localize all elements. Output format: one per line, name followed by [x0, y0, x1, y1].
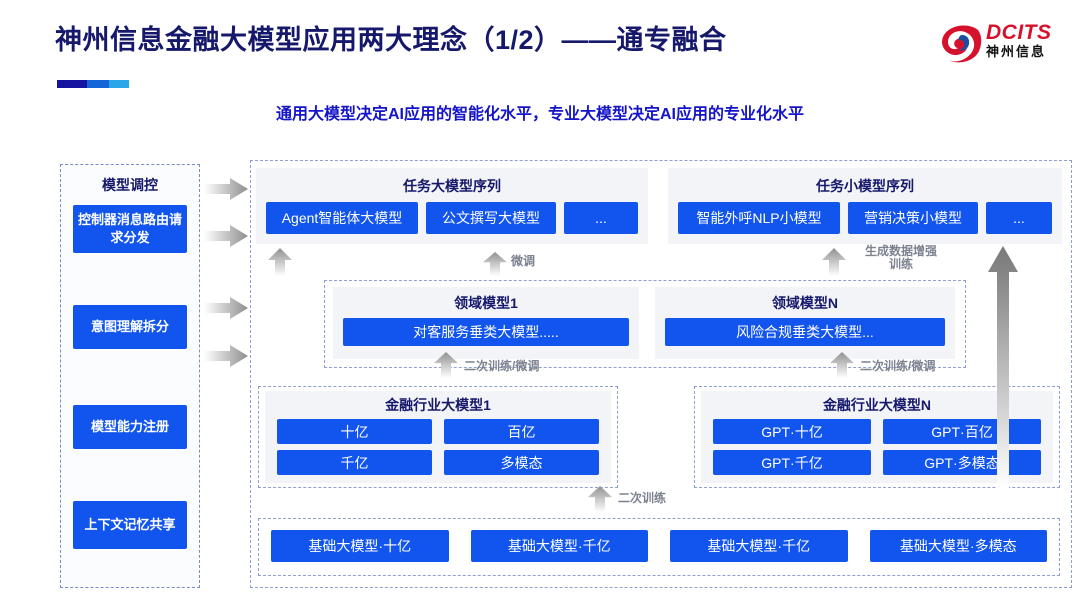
- chip-multimodal[interactable]: 多模态: [444, 450, 599, 475]
- chip-foundation-1b[interactable]: 基础大模型·十亿: [271, 530, 449, 562]
- arrow-up-icon: [822, 248, 846, 276]
- arrow-up-icon: [830, 352, 854, 378]
- chip-gpt-1b[interactable]: GPT·十亿: [713, 419, 871, 444]
- arrow-up-icon: [434, 352, 458, 378]
- chip-scale-1b[interactable]: 十亿: [277, 419, 432, 444]
- chip-gpt-multimodal[interactable]: GPT·多模态: [883, 450, 1041, 475]
- flow-label-retrain-finetune-right: 二次训练/微调: [860, 359, 936, 373]
- control-item-router[interactable]: 控制器消息路由请求分发: [73, 205, 187, 253]
- industry-model-1: 金融行业大模型1 十亿 百亿 千亿 多模态: [265, 391, 611, 483]
- industry-chip-grid: GPT·十亿 GPT·百亿 GPT·千亿 GPT·多模态: [701, 415, 1053, 475]
- chip-gpt-10b[interactable]: GPT·百亿: [883, 419, 1041, 444]
- control-item-registry[interactable]: 模型能力注册: [73, 405, 187, 449]
- industry-model-n: 金融行业大模型N GPT·十亿 GPT·百亿 GPT·千亿 GPT·多模态: [701, 391, 1053, 483]
- company-logo: DCITS 神州信息: [938, 20, 1068, 72]
- chip-foundation-100b-a[interactable]: 基础大模型·千亿: [470, 530, 648, 562]
- chip-more[interactable]: ...: [564, 202, 638, 234]
- chip-foundation-multimodal[interactable]: 基础大模型·多模态: [869, 530, 1047, 562]
- task-small-model-sequence: 任务小模型序列 智能外呼NLP小模型 营销决策小模型 ...: [668, 168, 1062, 244]
- flow-label-retrain: 二次训练: [618, 491, 667, 505]
- page-title: 神州信息金融大模型应用两大理念（1/2）——通专融合: [55, 25, 727, 55]
- flow-label-data-augment-line1: 生成数据增强: [864, 244, 937, 258]
- chip-gpt-100b[interactable]: GPT·千亿: [713, 450, 871, 475]
- industry-model-1-container: 金融行业大模型1 十亿 百亿 千亿 多模态: [258, 386, 618, 488]
- sequence-chip-row: Agent智能体大模型 公文撰写大模型 ...: [256, 196, 648, 244]
- sequence-title: 任务大模型序列: [403, 178, 501, 194]
- arrow-right-icon: [204, 178, 248, 200]
- flow-label-fine-tune: 微调: [511, 254, 536, 268]
- sequence-title: 任务小模型序列: [816, 178, 914, 194]
- flow-label-data-augment-line2: 训练: [888, 257, 913, 271]
- chip-scale-10b[interactable]: 百亿: [444, 419, 599, 444]
- arrow-right-icon: [204, 225, 248, 247]
- chip-marketing-decision-model[interactable]: 营销决策小模型: [848, 202, 978, 234]
- domain-model-1: 领域模型1 对客服务垂类大模型.....: [333, 287, 639, 359]
- chip-more[interactable]: ...: [986, 202, 1052, 234]
- arrow-right-icon: [204, 297, 248, 319]
- control-item-intent[interactable]: 意图理解拆分: [73, 305, 187, 349]
- foundation-chip-row: 基础大模型·十亿 基础大模型·千亿 基础大模型·千亿 基础大模型·多模态: [259, 519, 1059, 573]
- title-underline-bar: [57, 80, 129, 88]
- dcits-swirl-icon: [942, 25, 982, 63]
- industry-title: 金融行业大模型N: [822, 397, 932, 413]
- flow-label-data-augment: 生成数据增强 训练: [848, 245, 954, 271]
- logo-english: DCITS: [986, 21, 1052, 44]
- domain-title: 领域模型1: [454, 295, 518, 311]
- control-item-context[interactable]: 上下文记忆共享: [73, 501, 187, 549]
- chip-nlp-outbound-model[interactable]: 智能外呼NLP小模型: [678, 202, 840, 234]
- model-control-title: 模型调控: [102, 177, 158, 193]
- model-control-panel: 模型调控 控制器消息路由请求分发 意图理解拆分 模型能力注册 上下文记忆共享: [60, 164, 200, 588]
- page-subtitle: 通用大模型决定AI应用的智能化水平，专业大模型决定AI应用的专业化水平: [275, 106, 804, 123]
- chip-scale-100b[interactable]: 千亿: [277, 450, 432, 475]
- industry-title: 金融行业大模型1: [385, 397, 491, 413]
- sequence-chip-row: 智能外呼NLP小模型 营销决策小模型 ...: [668, 196, 1062, 244]
- domain-title: 领域模型N: [771, 295, 839, 311]
- domain-model-container: 领域模型1 对客服务垂类大模型..... 领域模型N 风险合规垂类大模型...: [324, 280, 966, 368]
- flow-label-retrain-finetune-left: 二次训练/微调: [464, 359, 540, 373]
- arrow-up-icon: [588, 486, 612, 512]
- chip-customer-service-model[interactable]: 对客服务垂类大模型.....: [343, 318, 629, 346]
- chip-foundation-100b-b[interactable]: 基础大模型·千亿: [670, 530, 848, 562]
- arrow-up-icon: [268, 248, 292, 276]
- task-large-model-sequence: 任务大模型序列 Agent智能体大模型 公文撰写大模型 ...: [256, 168, 648, 244]
- chip-risk-compliance-model[interactable]: 风险合规垂类大模型...: [665, 318, 945, 346]
- foundation-model-container: 基础大模型·十亿 基础大模型·千亿 基础大模型·千亿 基础大模型·多模态: [258, 518, 1060, 576]
- logo-wordmark: DCITS 神州信息: [986, 22, 1052, 60]
- chip-agent-model[interactable]: Agent智能体大模型: [266, 202, 418, 234]
- chip-document-model[interactable]: 公文撰写大模型: [426, 202, 556, 234]
- domain-model-n: 领域模型N 风险合规垂类大模型...: [655, 287, 955, 359]
- arrow-up-icon: [483, 252, 507, 276]
- arrow-up-icon: [988, 246, 1018, 488]
- industry-model-n-container: 金融行业大模型N GPT·十亿 GPT·百亿 GPT·千亿 GPT·多模态: [694, 386, 1060, 488]
- industry-chip-grid: 十亿 百亿 千亿 多模态: [265, 415, 611, 475]
- logo-chinese: 神州信息: [986, 44, 1047, 59]
- arrow-right-icon: [204, 345, 248, 367]
